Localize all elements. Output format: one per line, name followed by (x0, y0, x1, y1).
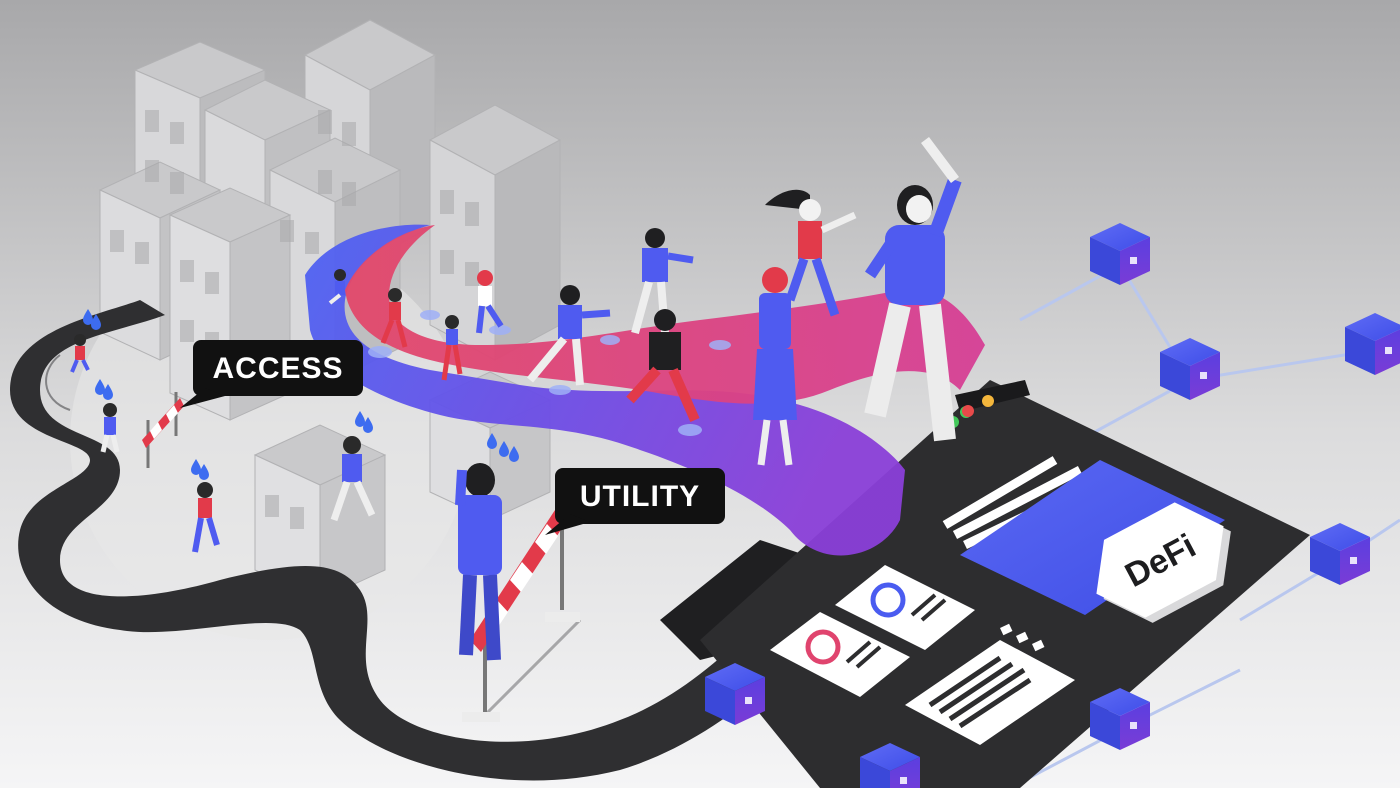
defi-badge: DeFi (1096, 502, 1231, 623)
access-label: ACCESS (212, 352, 343, 385)
barrier-icon (142, 392, 184, 468)
defi-platform: DeFi (700, 380, 1310, 788)
city-buildings (98, 19, 562, 601)
people (70, 137, 962, 661)
utility-label: UTILITY (580, 480, 700, 513)
track (305, 224, 985, 556)
access-callout: ACCESS (180, 340, 363, 408)
utility-callout: UTILITY (545, 468, 725, 535)
